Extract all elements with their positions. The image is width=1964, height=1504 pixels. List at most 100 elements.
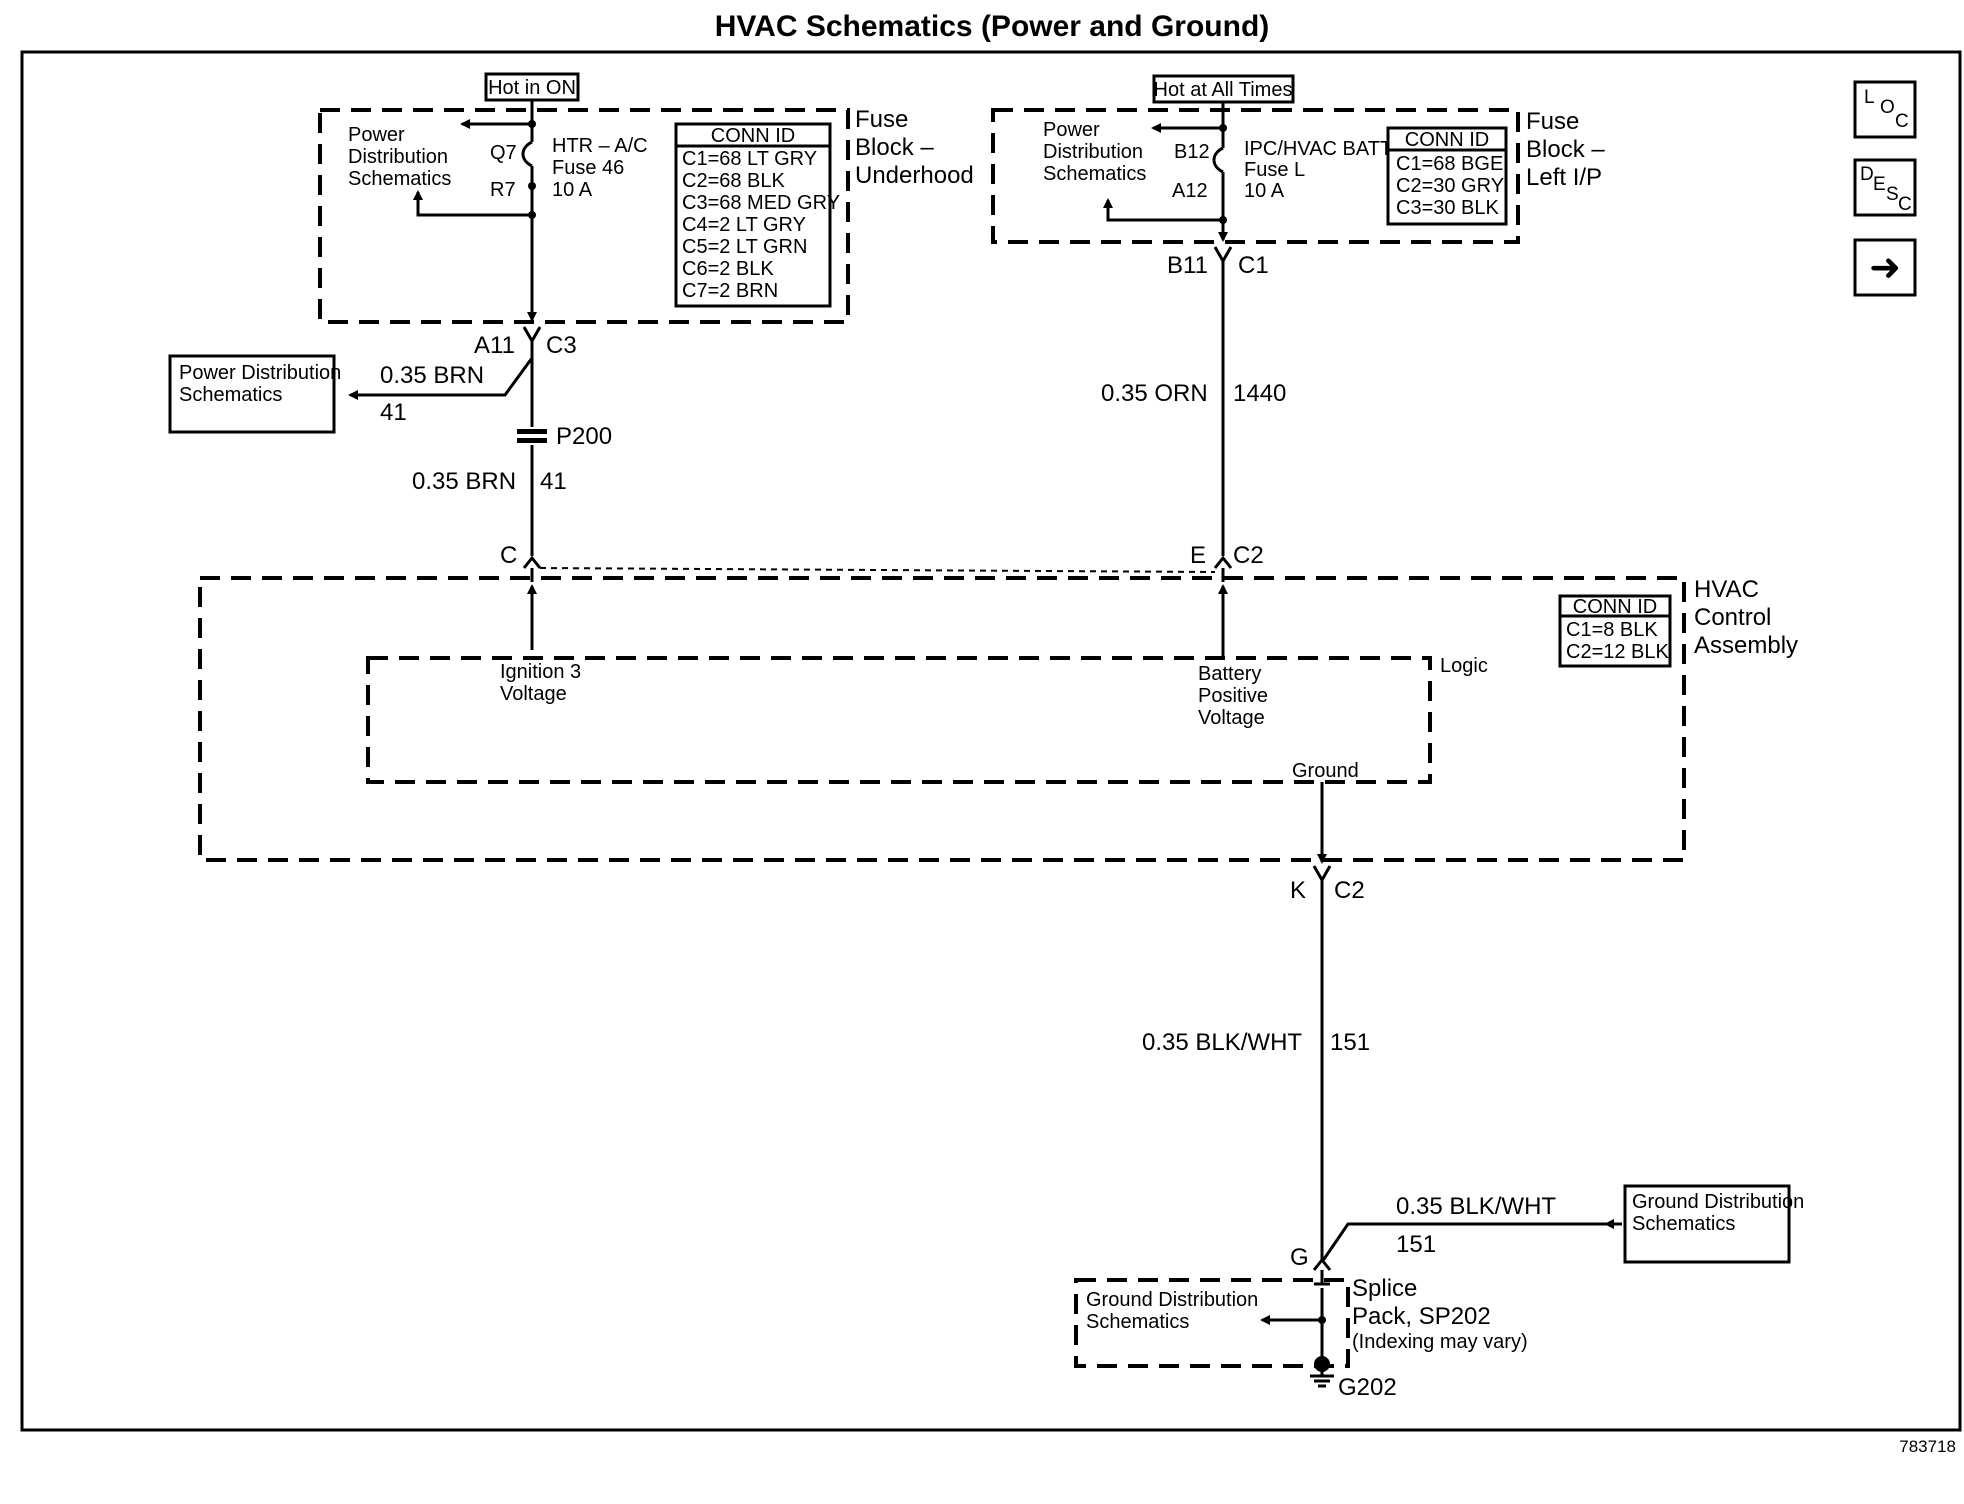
connector-g-icon — [1312, 1257, 1332, 1271]
svg-text:Schematics: Schematics — [348, 168, 451, 190]
svg-text:CONN ID: CONN ID — [1405, 129, 1489, 151]
svg-text:Underhood: Underhood — [855, 162, 974, 189]
circuit-1440-battery: B11 C1 0.35 ORN 1440 E C2 — [1101, 246, 1286, 656]
svg-text:151: 151 — [1396, 1231, 1436, 1258]
circuit-41-ignition: A11 C3 0.35 BRN 41 P200 0.35 BRN 41 C — [348, 326, 612, 650]
svg-text:Fuse 46: Fuse 46 — [552, 157, 624, 179]
conn-id-table-left-ip: CONN ID C1=68 BGE C2=30 GRY C3=30 BLK — [1386, 126, 1508, 226]
svg-text:C: C — [1898, 194, 1912, 215]
svg-text:C6=2 BLK: C6=2 BLK — [682, 258, 774, 280]
p200-inline-connector-icon — [517, 429, 547, 443]
svg-text:C2=12 BLK: C2=12 BLK — [1566, 641, 1670, 663]
svg-text:Q7: Q7 — [490, 142, 517, 164]
fuse-46-icon — [521, 140, 533, 168]
figure-number: 783718 — [1899, 1437, 1956, 1456]
svg-text:Distribution: Distribution — [348, 146, 448, 168]
svg-text:Block –: Block – — [1526, 136, 1605, 163]
svg-text:Assembly: Assembly — [1694, 632, 1798, 659]
svg-text:A11: A11 — [474, 332, 515, 359]
svg-text:C2=68 BLK: C2=68 BLK — [682, 170, 786, 192]
svg-text:C3: C3 — [546, 332, 577, 359]
svg-text:Splice: Splice — [1352, 1275, 1417, 1302]
svg-text:C2=30 GRY: C2=30 GRY — [1396, 175, 1504, 197]
svg-text:C5=2 LT GRN: C5=2 LT GRN — [682, 236, 807, 258]
svg-text:Logic: Logic — [1440, 655, 1488, 677]
conn-id-table-underhood: CONN ID C1=68 LT GRY C2=68 BLK C3=68 MED… — [674, 122, 840, 308]
svg-text:Fuse: Fuse — [1526, 108, 1579, 135]
svg-text:Voltage: Voltage — [1198, 707, 1265, 729]
outer-frame — [20, 50, 1962, 1432]
connector-c1-icon — [1213, 246, 1233, 265]
connector-c3-icon — [522, 326, 542, 345]
svg-text:Distribution: Distribution — [1043, 141, 1143, 163]
hot-at-all-times-label: Hot at All Times — [1154, 79, 1293, 101]
svg-text:0.35 BRN: 0.35 BRN — [380, 362, 484, 389]
svg-text:Power: Power — [348, 124, 405, 146]
svg-text:A12: A12 — [1172, 180, 1208, 202]
svg-text:C7=2 BRN: C7=2 BRN — [682, 280, 778, 302]
svg-text:10 A: 10 A — [552, 179, 593, 201]
svg-text:G: G — [1290, 1244, 1309, 1271]
hvac-control-assembly: HVAC Control Assembly CONN ID C1=8 BLK C… — [198, 576, 1798, 862]
svg-text:151: 151 — [1330, 1029, 1370, 1056]
ground-distribution-box[interactable]: Ground Distribution Schematics — [1623, 1184, 1804, 1264]
svg-text:CONN ID: CONN ID — [1573, 596, 1657, 618]
svg-text:C4=2 LT GRY: C4=2 LT GRY — [682, 214, 806, 236]
arrow-right-icon: ➜ — [1869, 247, 1901, 289]
svg-text:Ground Distribution: Ground Distribution — [1632, 1191, 1804, 1213]
svg-text:Schematics: Schematics — [1632, 1213, 1735, 1235]
connector-e-icon — [1213, 555, 1233, 569]
svg-text:K: K — [1290, 877, 1306, 904]
svg-text:0.35 BRN: 0.35 BRN — [412, 468, 516, 495]
svg-text:C1=8 BLK: C1=8 BLK — [1566, 619, 1658, 641]
svg-text:D: D — [1860, 164, 1874, 185]
desc-button[interactable]: D E S C — [1853, 158, 1917, 217]
svg-text:L: L — [1864, 87, 1875, 108]
branch-wire-41 — [348, 357, 534, 400]
loc-button[interactable]: L O C — [1853, 80, 1917, 139]
svg-text:Power: Power — [1043, 119, 1100, 141]
next-page-button[interactable]: ➜ — [1853, 238, 1917, 297]
svg-text:R7: R7 — [490, 179, 516, 201]
svg-text:1440: 1440 — [1233, 380, 1286, 407]
svg-text:Ground Distribution: Ground Distribution — [1086, 1289, 1258, 1311]
svg-text:Power Distribution: Power Distribution — [179, 362, 341, 384]
svg-text:Pack, SP202: Pack, SP202 — [1352, 1303, 1491, 1330]
svg-text:C2: C2 — [1334, 877, 1365, 904]
svg-text:Control: Control — [1694, 604, 1771, 631]
svg-text:C3=68 MED GRY: C3=68 MED GRY — [682, 192, 840, 214]
svg-text:C1=68 BGE: C1=68 BGE — [1396, 153, 1503, 175]
svg-text:B12: B12 — [1174, 141, 1210, 163]
svg-text:C3=30 BLK: C3=30 BLK — [1396, 197, 1500, 219]
svg-text:S: S — [1886, 184, 1899, 205]
svg-text:Left I/P: Left I/P — [1526, 164, 1602, 191]
fuse-block-underhood: Hot in ON Power Distribution Schematics … — [318, 72, 974, 324]
svg-text:C1=68 LT GRY: C1=68 LT GRY — [682, 148, 817, 170]
svg-text:E: E — [1190, 542, 1206, 569]
svg-text:Block –: Block – — [855, 134, 934, 161]
logic-module: Logic Ignition 3 Voltage Battery Positiv… — [366, 655, 1488, 784]
svg-text:10 A: 10 A — [1244, 180, 1285, 202]
svg-text:41: 41 — [540, 468, 567, 495]
svg-text:Ground: Ground — [1292, 760, 1359, 782]
splice-pack-sp202: Ground Distribution Schematics Splice Pa… — [1074, 1275, 1528, 1401]
svg-text:Battery: Battery — [1198, 663, 1261, 685]
svg-text:Positive: Positive — [1198, 685, 1268, 707]
fuse-l-icon — [1212, 146, 1224, 174]
power-distribution-box[interactable]: Power Distribution Schematics — [168, 354, 341, 434]
svg-text:HVAC: HVAC — [1694, 576, 1759, 603]
svg-text:C: C — [1895, 111, 1909, 132]
svg-text:Ignition 3: Ignition 3 — [500, 661, 581, 683]
connector-c2-shell — [539, 567, 1216, 573]
svg-text:Schematics: Schematics — [1043, 163, 1146, 185]
svg-text:Fuse: Fuse — [855, 106, 908, 133]
connector-c-icon — [522, 555, 542, 569]
svg-text:0.35 ORN: 0.35 ORN — [1101, 380, 1208, 407]
svg-text:G202: G202 — [1338, 1374, 1397, 1401]
svg-text:O: O — [1880, 97, 1895, 118]
diagram-title: HVAC Schematics (Power and Ground) — [715, 10, 1270, 43]
conn-id-table-hvac: CONN ID C1=8 BLK C2=12 BLK — [1558, 594, 1672, 668]
svg-text:(Indexing may vary): (Indexing may vary) — [1352, 1331, 1528, 1353]
hot-in-on-label: Hot in ON — [488, 77, 576, 99]
